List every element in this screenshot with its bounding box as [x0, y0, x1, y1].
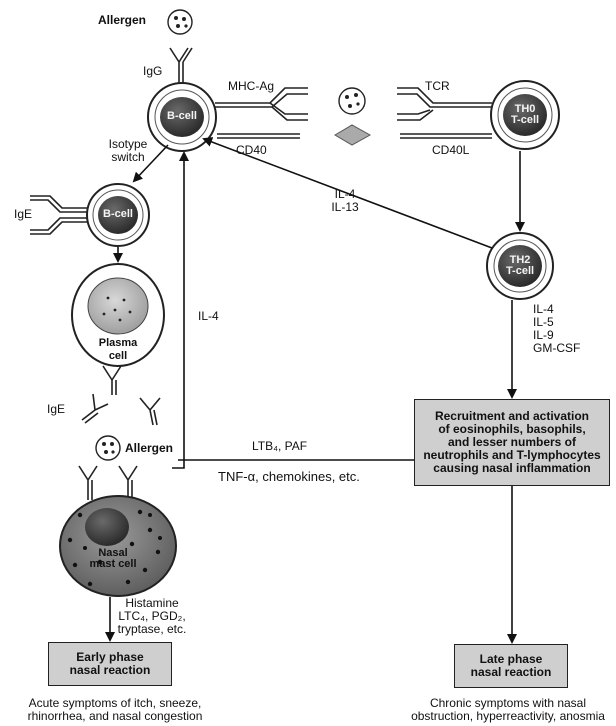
arrow-isotype-switch: [132, 144, 169, 183]
label-mediators: Histamine LTC₄, PGD₂, tryptase, etc.: [117, 596, 187, 636]
label-allergen-mid: Allergen: [125, 441, 174, 455]
early-phase-box: Early phase nasal reaction: [48, 642, 172, 686]
label-ige-top: IgE: [14, 207, 33, 221]
b-cell-mid: [86, 183, 150, 247]
label-plasma-cell: Plasma cell: [98, 337, 138, 362]
label-cd40l: CD40L: [432, 143, 470, 157]
allergen-particle-top: [167, 9, 193, 35]
free-ige-antibodies: [81, 365, 161, 426]
arrow-mast-il4-to-bcell: [172, 151, 189, 469]
late-phase-text: Late phase nasal reaction: [470, 652, 552, 679]
label-tcr: TCR: [425, 79, 450, 93]
label-ltb4-paf: LTB₄, PAF: [252, 439, 308, 453]
label-acute-symptoms: Acute symptoms of itch, sneeze, rhinorrh…: [27, 696, 203, 723]
label-th0-t-cell: TH0 T-cell: [510, 103, 540, 126]
label-cd40: CD40: [236, 143, 267, 157]
label-th2-cytokines: IL-4 IL-5 IL-9 GM-CSF: [533, 302, 581, 355]
th0-t-cell: [490, 80, 560, 150]
arrow-th2-to-bcell: [202, 137, 493, 249]
label-isotype-switch: Isotype switch: [108, 137, 148, 164]
label-chronic-symptoms: Chronic symptoms with nasal obstruction,…: [411, 696, 605, 723]
cd40-cd40l-diamond: [334, 124, 372, 146]
label-tnf-chemokines: TNF-α, chemokines, etc.: [218, 469, 360, 484]
plasma-cell: [71, 263, 165, 367]
label-il4-il13: IL-4 IL-13: [331, 187, 359, 214]
antigen-particle: [338, 87, 366, 115]
recruitment-box: Recruitment and activation of eosinophil…: [414, 399, 610, 486]
label-nasal-mast-cell: Nasal mast cell: [89, 547, 137, 570]
label-b-cell-top: B-cell: [167, 110, 197, 122]
nasal-mast-cell: [59, 495, 177, 597]
label-igg: IgG: [143, 64, 163, 78]
label-il4-mid: IL-4: [198, 309, 219, 323]
label-b-cell-mid: B-cell: [103, 208, 133, 220]
allergen-particle-mid: [95, 435, 121, 461]
label-th2-t-cell: TH2 T-cell: [505, 254, 535, 277]
recruitment-text: Recruitment and activation of eosinophil…: [423, 409, 601, 475]
tcr-receptor: [397, 87, 492, 139]
label-mhc-ag: MHC-Ag: [228, 79, 275, 93]
early-phase-text: Early phase nasal reaction: [69, 650, 151, 677]
igg-antibody: [169, 47, 193, 84]
mhc-ag-receptor: [215, 87, 308, 139]
label-ige-mid: IgE: [47, 402, 66, 416]
ige-receptor-bcell: [30, 195, 87, 235]
label-allergen-top: Allergen: [98, 13, 147, 27]
ige-on-mast-cell: [78, 465, 138, 500]
th2-t-cell: [486, 232, 554, 300]
late-phase-box: Late phase nasal reaction: [454, 644, 568, 688]
